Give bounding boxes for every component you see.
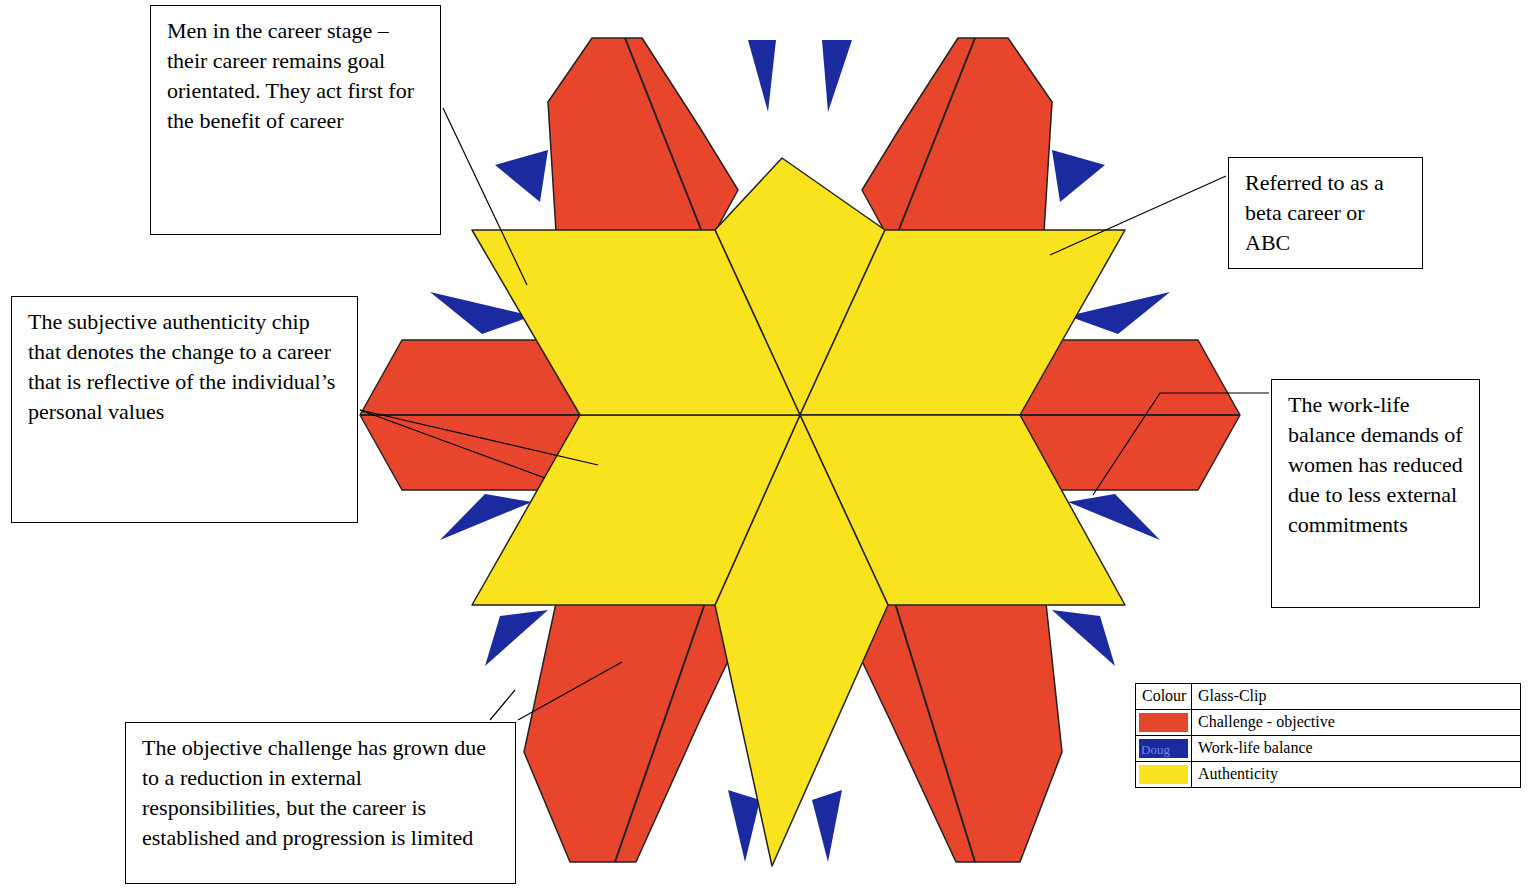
yellow-rhombus — [472, 415, 800, 605]
legend-text: Authenticity — [1192, 762, 1520, 786]
blue-chip — [822, 40, 852, 112]
blue-chip — [495, 150, 548, 202]
legend-header: Colour — [1136, 684, 1191, 708]
blue-chip — [728, 790, 760, 862]
yellow-rhombus — [800, 230, 1125, 415]
legend-swatch: Doug — [1139, 739, 1188, 758]
legend-text: Work-life balance — [1192, 736, 1520, 760]
divider-line — [625, 38, 702, 232]
legend-text-cell: Work-life balance — [1191, 735, 1521, 762]
callout-box: Referred to as a beta career or ABC — [1228, 157, 1423, 269]
callout-text: Referred to as a beta career or ABC — [1245, 168, 1408, 258]
legend-header-cell: Glass-Clip — [1191, 683, 1521, 710]
legend-swatch — [1139, 765, 1188, 784]
divider-line — [615, 603, 705, 862]
callout-box: The objective challenge has grown due to… — [125, 722, 516, 884]
callout-box: The subjective authenticity chip that de… — [11, 296, 358, 523]
callout-box: Men in the career stage – their career r… — [150, 5, 441, 235]
legend-text-cell: Authenticity — [1191, 761, 1521, 788]
legend-header: Glass-Clip — [1192, 684, 1520, 708]
leader-line — [518, 662, 622, 720]
callout-text: Men in the career stage – their career r… — [167, 16, 426, 136]
callout-text: The work-life balance demands of women h… — [1288, 390, 1465, 540]
legend-swatch-cell — [1135, 709, 1192, 736]
legend-table: ColourGlass-ClipChallenge - objectiveDou… — [1135, 683, 1521, 788]
legend-text-cell: Challenge - objective — [1191, 709, 1521, 736]
callout-box: The work-life balance demands of women h… — [1271, 379, 1480, 608]
legend-swatch-cell: Doug — [1135, 735, 1192, 762]
yellow-chips — [472, 158, 1125, 866]
blue-chip — [1052, 150, 1105, 202]
legend-text: Challenge - objective — [1192, 710, 1520, 734]
red-chip — [548, 38, 738, 232]
legend-swatch-cell — [1135, 761, 1192, 788]
legend-header-cell: Colour — [1135, 683, 1192, 710]
legend-swatch — [1139, 713, 1188, 732]
divider-line — [1015, 414, 1240, 416]
red-chip — [524, 603, 738, 862]
blue-chip — [485, 610, 548, 666]
divider-line — [898, 38, 975, 232]
leader-line — [360, 410, 545, 478]
callout-text: The subjective authenticity chip that de… — [28, 307, 343, 427]
divider-line — [360, 414, 585, 416]
leader-line — [1093, 393, 1269, 495]
blue-chip — [812, 790, 842, 862]
blue-chip — [748, 40, 776, 112]
red-chip — [852, 603, 1062, 862]
callout-text: The objective challenge has grown due to… — [142, 733, 501, 853]
leader-lines — [360, 108, 1269, 720]
divider-line — [895, 603, 975, 862]
leader-line — [443, 108, 527, 285]
blue-chip — [1052, 610, 1115, 666]
yellow-rhombus — [472, 230, 800, 415]
leader-line — [360, 410, 598, 465]
leader-line — [1050, 176, 1226, 255]
swatch-note: Doug — [1141, 742, 1170, 758]
leader-line — [490, 690, 515, 720]
red-chip — [862, 38, 1052, 232]
